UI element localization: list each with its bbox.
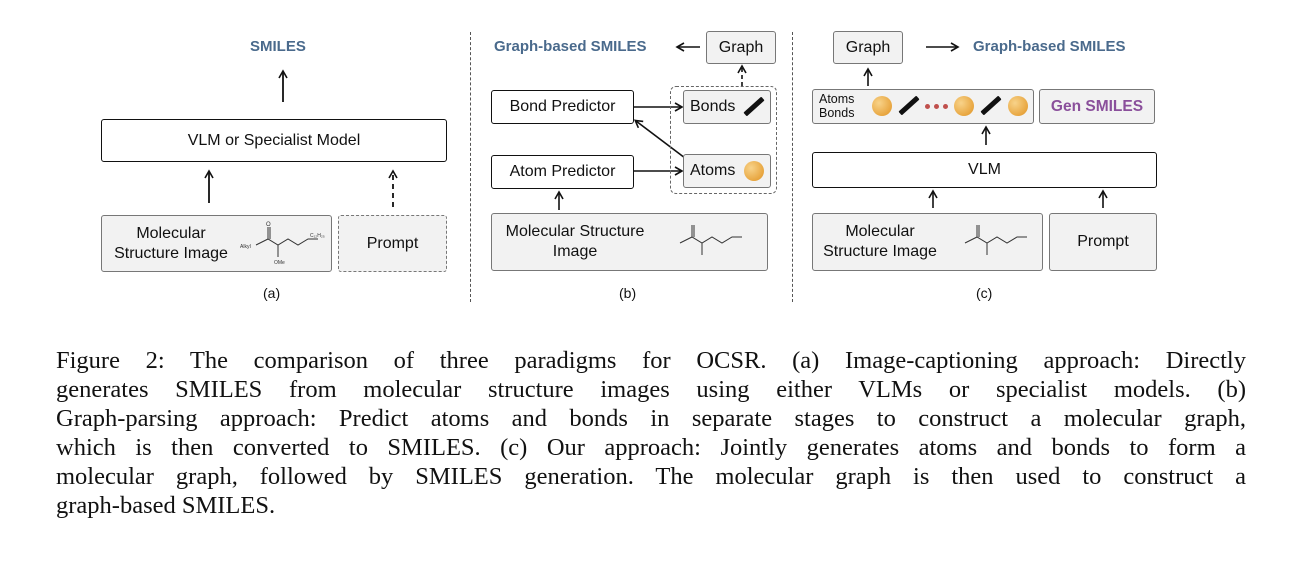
caption-line: generates SMILES from molecular structur…	[56, 376, 1246, 403]
atom-ball-icon	[954, 96, 974, 116]
panel-b-bonds-label: Bonds	[690, 98, 736, 115]
panel-a-model-box: VLM or Specialist Model	[101, 119, 447, 162]
separator-bc	[792, 32, 793, 302]
panel-b-graph-group	[670, 86, 777, 194]
panel-c-gen-smiles-label: Gen SMILES	[1050, 97, 1144, 115]
panel-b-graph-box: Graph	[706, 31, 776, 64]
panel-b-bonds-box: Bonds	[683, 90, 771, 124]
caption-line: Figure 2: The comparison of three paradi…	[56, 347, 1246, 374]
panel-c-output-label: Graph-based SMILES	[973, 38, 1126, 55]
panel-b-image-label: Molecular Structure Image	[505, 223, 645, 260]
molecule-structure-icon: O AlkyI OMe C₁₂H₂₅	[240, 222, 325, 266]
bond-stick-icon	[743, 96, 765, 117]
panel-a-caption: (a)	[263, 285, 281, 301]
panel-c-token-sequence-box	[812, 89, 1034, 124]
panel-b-bond-predictor-label: Bond Predictor	[509, 98, 616, 115]
molecule-structure-icon	[964, 225, 1027, 255]
arrow-atoms-to-bondpred	[633, 119, 686, 159]
panel-b-atom-predictor-label: Atom Predictor	[509, 163, 616, 180]
panel-c-gen-smiles-box: Gen SMILES	[1039, 89, 1155, 124]
molecule-oxygen-label: O	[266, 222, 271, 228]
panel-b-caption: (b)	[619, 285, 637, 301]
panel-a-prompt-box: Prompt	[338, 215, 447, 272]
molecule-ome-label: OMe	[274, 260, 285, 266]
panel-c-graph-box: Graph	[833, 31, 903, 64]
panel-c-atoms-label: Atoms	[819, 92, 855, 106]
molecule-alkyl-label: AlkyI	[240, 244, 251, 250]
panel-b-graph-label: Graph	[718, 38, 764, 56]
panel-c-image-label: Molecular Structure Image	[823, 223, 937, 260]
panel-c-graph-label: Graph	[845, 38, 891, 56]
panel-a-output-label: SMILES	[250, 38, 306, 55]
panel-c-bonds-label: Bonds	[819, 106, 855, 120]
panel-c-prompt-box: Prompt	[1049, 213, 1157, 271]
caption-line: Graph-parsing approach: Predict atoms an…	[56, 405, 1246, 432]
caption-line: graph-based SMILES.	[56, 492, 276, 519]
panel-a-image-label: Molecular Structure Image	[114, 224, 228, 262]
atom-ball-icon	[1008, 96, 1028, 116]
ellipsis-dot	[925, 104, 930, 109]
panel-c-atoms-bonds-label: Atoms Bonds	[819, 92, 854, 120]
ellipsis-dot	[934, 104, 939, 109]
panel-a-model-label: VLM or Specialist Model	[187, 131, 361, 149]
panel-c-caption: (c)	[976, 285, 993, 301]
panel-c-vlm-box: VLM	[812, 152, 1157, 188]
separator-ab	[470, 32, 471, 302]
panel-b-bond-predictor-box: Bond Predictor	[491, 90, 634, 124]
panel-b-atoms-label: Atoms	[690, 162, 736, 179]
molecule-chain-label: C₁₂H₂₅	[310, 233, 325, 239]
panel-b-output-label: Graph-based SMILES	[494, 38, 647, 55]
ellipsis-dot	[943, 104, 948, 109]
diagram-arrows	[204, 42, 1108, 210]
atom-ball-icon	[872, 96, 892, 116]
panel-c-image-box: Molecular Structure Image	[812, 213, 1043, 271]
figure-caption: Figure 2: The comparison of three paradi…	[56, 346, 1246, 520]
panel-b-atoms-box: Atoms	[683, 154, 771, 188]
panel-c-prompt-label: Prompt	[1077, 233, 1129, 250]
caption-line: molecular graph, followed by SMILES gene…	[56, 463, 1246, 490]
panel-c-vlm-label: VLM	[968, 161, 1001, 178]
caption-line: which is then converted to SMILES. (c) O…	[56, 434, 1246, 461]
panel-a-prompt-label: Prompt	[366, 234, 419, 252]
atom-ball-icon	[744, 161, 764, 181]
panel-a-image-box: Molecular Structure Image O AlkyI OMe C₁…	[101, 215, 332, 272]
panel-b-image-box: Molecular Structure Image	[491, 213, 768, 271]
panel-b-atom-predictor-box: Atom Predictor	[491, 155, 634, 189]
molecule-structure-icon	[679, 225, 742, 255]
